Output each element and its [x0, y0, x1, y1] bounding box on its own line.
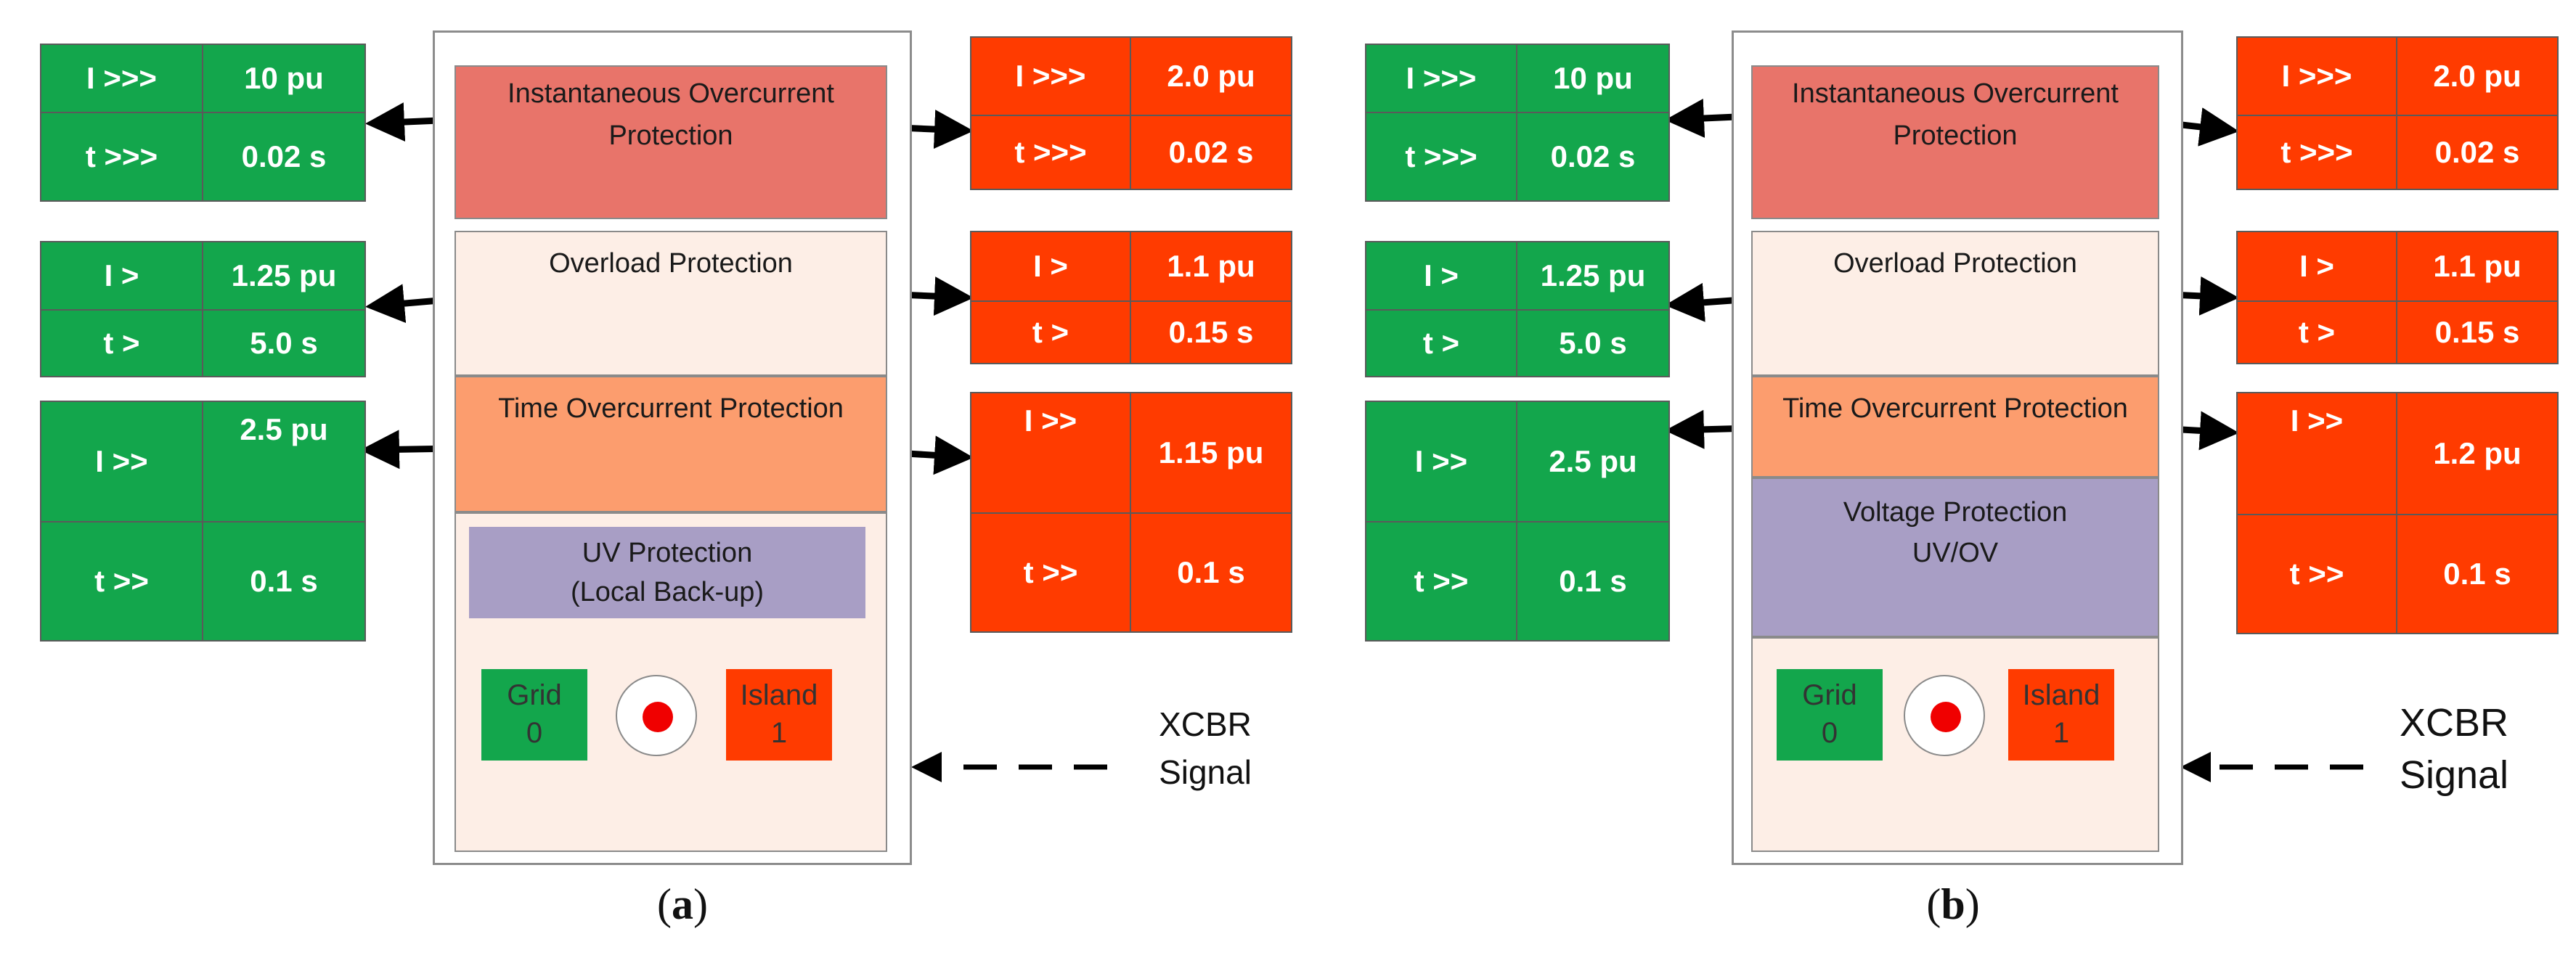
setting-value: 0.02 s	[1516, 112, 1670, 202]
setting-value: 1.1 pu	[1130, 231, 1292, 302]
setting-label: t >>>	[40, 112, 203, 202]
setting-value: 10 pu	[202, 44, 366, 113]
setting-value: 2.5 pu	[202, 401, 366, 523]
setting-label: t >	[40, 309, 203, 377]
uv-protection-block-a: UV Protection (Local Back-up)	[469, 527, 865, 618]
inst-overcurrent-label: Instantaneous Overcurrent Protection	[1792, 78, 2119, 151]
overload-label: Overload Protection	[1833, 248, 2077, 279]
setting-label: t >	[1365, 309, 1517, 377]
setting-value: 5.0 s	[202, 309, 366, 377]
toc-label: Time Overcurrent Protection	[1782, 393, 2128, 424]
setting-value: 0.1 s	[1130, 512, 1292, 633]
grid-label: Grid	[1802, 679, 1857, 711]
xcbr-signal-label-a: XCBR Signal	[1159, 705, 1252, 791]
xcbr-signal-label-b: XCBR Signal	[2399, 701, 2509, 797]
setting-label: I >	[40, 241, 203, 311]
grid-value: 0	[526, 717, 543, 749]
island-indicator-a: Island 1	[726, 669, 832, 761]
setting-label: t >	[970, 300, 1131, 364]
grid-value: 0	[1821, 717, 1838, 749]
island-label: Island	[740, 679, 818, 711]
setting-value: 1.25 pu	[1516, 241, 1670, 311]
voltage-protection-label: Voltage Protection UV/OV	[1843, 497, 2068, 568]
caption-a: (a)	[657, 880, 708, 928]
time-overcurrent-block-a: Time Overcurrent Protection	[455, 376, 887, 512]
status-dot-icon	[643, 702, 673, 732]
setting-label: t >>	[2236, 514, 2397, 634]
grid-label: Grid	[507, 679, 562, 711]
setting-label: I >>>	[970, 36, 1131, 116]
status-dot-icon	[1931, 702, 1961, 732]
setting-value: 1.25 pu	[202, 241, 366, 311]
setting-value: 2.0 pu	[2396, 36, 2559, 116]
setting-value: 0.1 s	[1516, 521, 1670, 642]
setting-label: I >>	[2236, 392, 2397, 515]
setting-label: t >	[2236, 300, 2397, 364]
setting-label: t >>>	[2236, 115, 2397, 190]
setting-value: 0.1 s	[2396, 514, 2559, 634]
caption-b: (b)	[1926, 880, 1980, 928]
inst-overcurrent-block-b: Instantaneous Overcurrent Protection	[1751, 65, 2159, 219]
island-label: Island	[2022, 679, 2100, 711]
setting-label: t >>	[40, 521, 203, 642]
setting-label: I >>>	[1365, 44, 1517, 113]
setting-label: I >	[1365, 241, 1517, 311]
setting-value: 0.15 s	[2396, 300, 2559, 364]
setting-label: I >	[970, 231, 1131, 302]
setting-label: I >>	[1365, 401, 1517, 523]
setting-value: 0.02 s	[2396, 115, 2559, 190]
setting-value: 2.0 pu	[1130, 36, 1292, 116]
setting-value: 0.02 s	[202, 112, 366, 202]
setting-label: t >>	[1365, 521, 1517, 642]
setting-label: t >>>	[1365, 112, 1517, 202]
toc-label: Time Overcurrent Protection	[498, 393, 844, 424]
setting-label: t >>>	[970, 115, 1131, 190]
setting-value: 2.5 pu	[1516, 401, 1670, 523]
setting-value: 1.1 pu	[2396, 231, 2559, 302]
setting-label: t >>	[970, 512, 1131, 633]
breaker-status-lamp-a	[616, 675, 697, 756]
setting-value: 5.0 s	[1516, 309, 1670, 377]
setting-label: I >>>	[40, 44, 203, 113]
overload-block-a: Overload Protection	[455, 231, 887, 376]
grid-indicator-a: Grid 0	[481, 669, 587, 761]
overload-block-b: Overload Protection	[1751, 231, 2159, 376]
setting-value: 0.15 s	[1130, 300, 1292, 364]
island-value: 1	[770, 717, 788, 749]
setting-label: I >>>	[2236, 36, 2397, 116]
island-indicator-b: Island 1	[2008, 669, 2114, 761]
setting-label: I >	[2236, 231, 2397, 302]
setting-value: 0.1 s	[202, 521, 366, 642]
setting-value: 1.2 pu	[2396, 392, 2559, 515]
inst-overcurrent-block-a: Instantaneous Overcurrent Protection	[455, 65, 887, 219]
overload-label: Overload Protection	[549, 248, 793, 279]
setting-value: 1.15 pu	[1130, 392, 1292, 514]
uv-protection-label: UV Protection (Local Back-up)	[570, 538, 765, 607]
setting-value: 0.02 s	[1130, 115, 1292, 190]
setting-label: I >>	[970, 392, 1131, 514]
time-overcurrent-block-b: Time Overcurrent Protection	[1751, 376, 2159, 478]
voltage-protection-block-b: Voltage Protection UV/OV	[1751, 478, 2159, 637]
grid-indicator-b: Grid 0	[1777, 669, 1883, 761]
island-value: 1	[2053, 717, 2070, 749]
breaker-status-lamp-b	[1904, 675, 1985, 756]
setting-label: I >>	[40, 401, 203, 523]
setting-value: 10 pu	[1516, 44, 1670, 113]
inst-overcurrent-label: Instantaneous Overcurrent Protection	[508, 78, 834, 151]
